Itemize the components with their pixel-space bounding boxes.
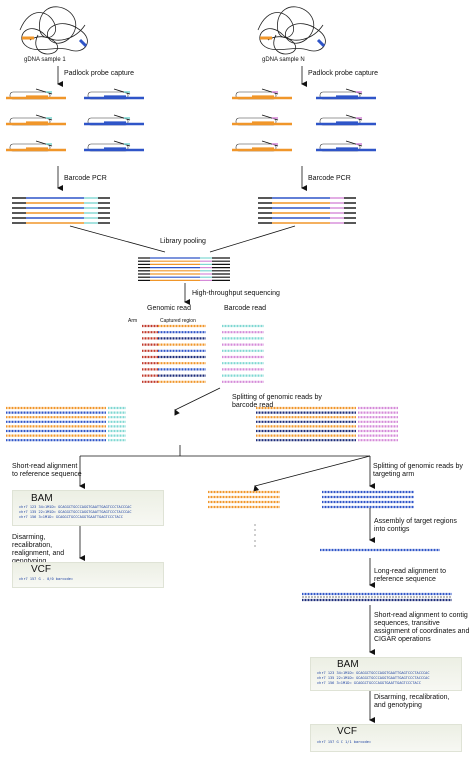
bam-record: chr7 156 3=1M1D= GCAGGCTGCCCAGGTGAATTGAG…: [317, 681, 421, 685]
long-read-label: Long-read alignment to reference sequenc…: [374, 568, 446, 583]
branch-connector: [79, 445, 375, 492]
bam-record: chr7 135 22=1M1D= GCAGGCTGCCCAGGTGAATTGA…: [317, 676, 430, 680]
bam-record: chr7 135 22=1M1D= GCAGGCTGCCCAGGTGAATTGA…: [19, 510, 132, 514]
bam-record: chr7 123 34=1M1D= GCAGGCTGCCCAGGTGAATTGA…: [317, 671, 430, 675]
probe-tail: [35, 114, 53, 121]
bam-box-left: BAM chr7 123 34=1M1D= GCAGGCTGCCCAGGTGAA…: [12, 490, 164, 526]
bam-box-right: BAM chr7 123 34=1M1D= GCAGGCTGCCCAGGTGAA…: [310, 657, 462, 691]
probe-tail: [35, 88, 53, 95]
disarming-left-label: Disarming, recalibration, realignment, a…: [12, 534, 65, 565]
barcode-pcr-label-left: Barcode PCR: [64, 175, 107, 182]
disarming-right-label: Disarming, recalibration, and genotyping: [374, 694, 450, 709]
split-barcode-label: Splitting of genomic reads by barcode re…: [232, 394, 322, 409]
short-read-contig-label: Short-read alignment to contig sequences…: [374, 612, 470, 643]
sample-n-label: gDNA sample N: [262, 57, 305, 63]
assembly-label: Assembly of target regions into contigs: [374, 518, 457, 533]
contig-alignment: [302, 548, 452, 602]
probe-tail: [261, 114, 279, 121]
arm-label: Arm: [128, 318, 138, 324]
probe-tail: [345, 140, 363, 147]
bam-record: chr7 123 34=1M1D= GCAGGCTGCCCAGGTGAATTGA…: [19, 505, 132, 509]
arm-split-reads: [208, 490, 414, 509]
probe-tail: [113, 114, 131, 121]
vcf-title-left: VCF: [31, 564, 51, 575]
probe-tail: [35, 140, 53, 147]
pcr-products: [12, 197, 356, 224]
probe-tail: [345, 114, 363, 121]
padlock-label-right: Padlock probe capture: [308, 70, 379, 77]
sample-1-label: gDNA sample 1: [24, 57, 66, 63]
library-pooling-label: Library pooling: [160, 238, 206, 245]
split-reads: [6, 406, 398, 442]
pool-line-right: [209, 225, 296, 253]
probe-tail: [113, 88, 131, 95]
vcf-box-right: VCF chr7 157 G C 1/1 barcode=: [310, 724, 462, 752]
genomic-read-label: Genomic read: [147, 305, 191, 312]
probe-tail: [261, 88, 279, 95]
probe-tail: [261, 140, 279, 147]
pooled-library: [138, 257, 230, 281]
split-arm-label: Splitting of genomic reads by targeting …: [373, 463, 463, 478]
barcode-read-label: Barcode read: [224, 305, 267, 312]
arrow-split-barcode: [174, 387, 221, 416]
bam-title-left: BAM: [31, 493, 53, 504]
pool-line-left: [69, 225, 166, 253]
sequencing-reads: [142, 324, 264, 383]
bam-title-right: BAM: [337, 659, 359, 670]
bam-record: chr7 156 3=1M1D= GCAGGCTGCCCAGGTGAATTGAG…: [19, 515, 123, 519]
htseq-label: High-throughput sequencing: [192, 290, 280, 297]
vcf-record: chr7 157 G C 1/1 barcode=: [317, 740, 372, 744]
vcf-record: chr7 157 G . 0/0 barcode=: [19, 577, 74, 581]
vcf-box-left: VCF chr7 157 G . 0/0 barcode=: [12, 562, 164, 588]
padlock-label-left: Padlock probe capture: [64, 70, 135, 77]
gdna-sample-1-icon: [19, 6, 88, 55]
ellipsis-dots: [254, 524, 256, 547]
captured-region-label: Captured region: [160, 318, 196, 324]
short-read-align-label: Short-read alignment to reference sequen…: [12, 463, 82, 478]
probe-tail: [113, 140, 131, 147]
probe-tail: [345, 88, 363, 95]
padlock-probes: [6, 88, 376, 152]
gdna-sample-n-icon: [257, 6, 326, 55]
barcode-pcr-label-right: Barcode PCR: [308, 175, 351, 182]
vcf-title-right: VCF: [337, 726, 357, 737]
